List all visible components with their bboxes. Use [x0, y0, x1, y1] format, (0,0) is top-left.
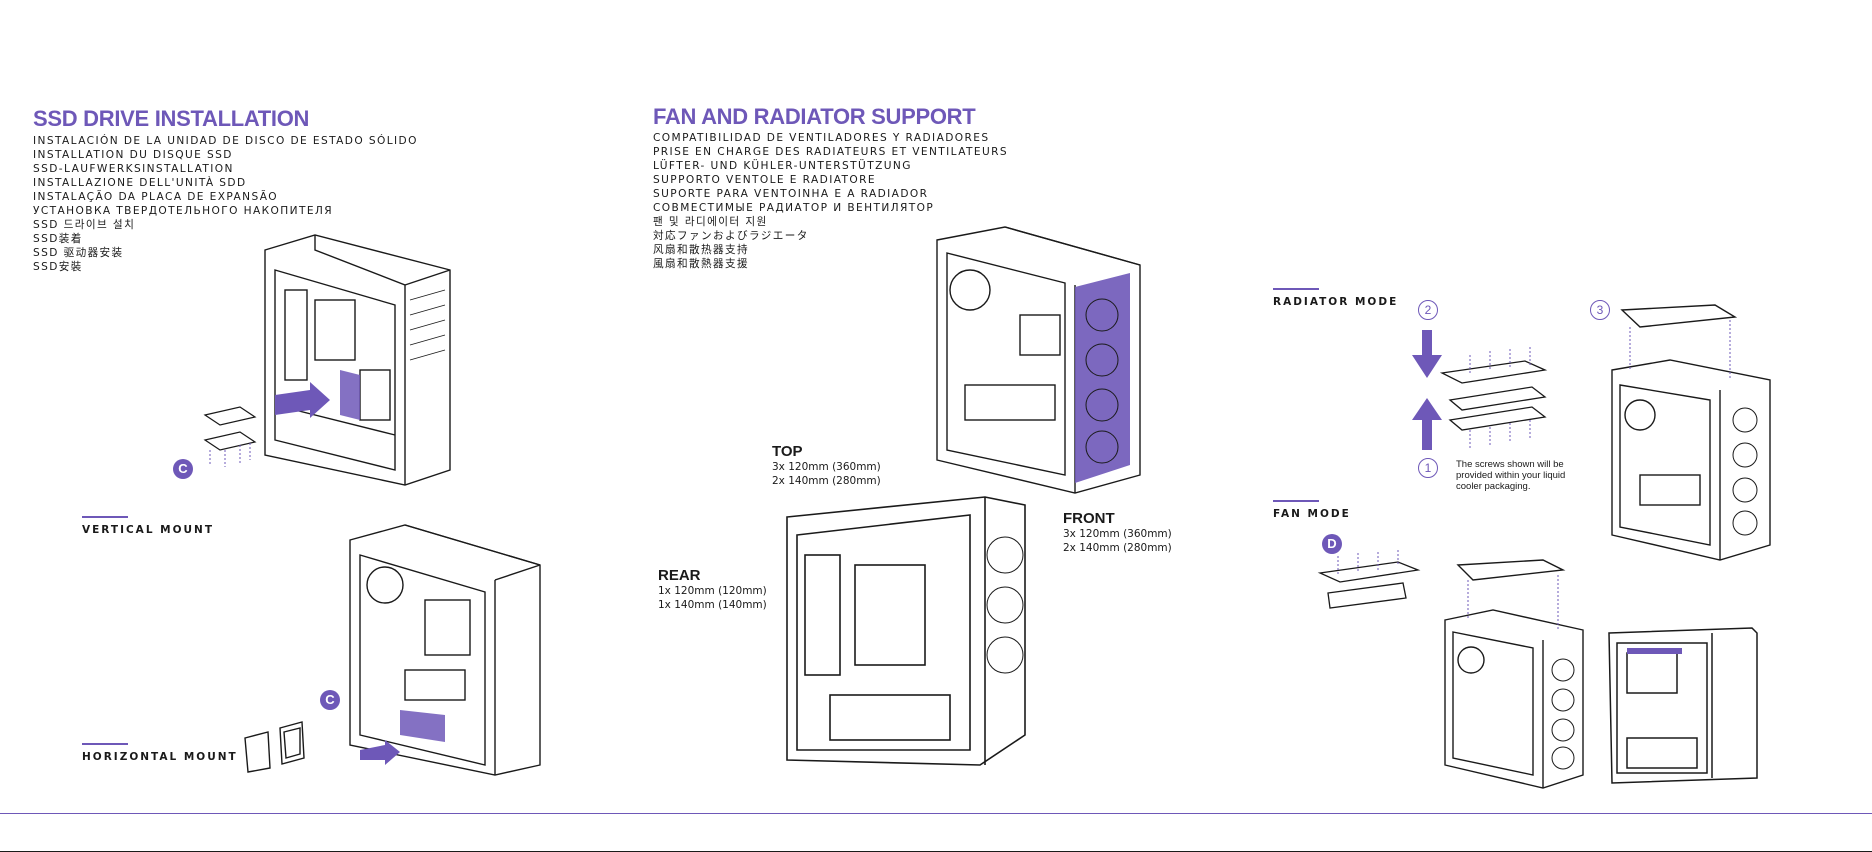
radiator-mode-label: RADIATOR MODE [1273, 296, 1399, 308]
fan-translation-ru: СОВМЕСТИМЫЕ РАДИАТОР И ВЕНТИЛЯТОР [653, 202, 935, 214]
fan-translation-zh-tw: 風扇和散熱器支援 [653, 258, 749, 270]
top-spec: TOP 3x 120mm (360mm) 2x 140mm (280mm) [772, 443, 881, 488]
front-spec-title: FRONT [1063, 510, 1115, 527]
fan-mode-case-left-illustration [1444, 559, 1584, 789]
radiator-mode-rule [1273, 288, 1319, 290]
ssd-translations: INSTALACIÓN DE LA UNIDAD DE DISCO DE EST… [33, 134, 418, 274]
front-spec-line-2: 2x 140mm (280mm) [1063, 542, 1172, 554]
fan-mode-label: FAN MODE [1273, 508, 1351, 520]
ssd-translation-ko: SSD 드라이브 설치 [33, 219, 136, 231]
radiator-step-1: 1 [1418, 458, 1438, 478]
rear-spec-line-2: 1x 140mm (140mm) [658, 599, 767, 611]
front-spec-line-1: 3x 120mm (360mm) [1063, 528, 1172, 540]
vertical-mount-rule [82, 516, 128, 518]
vertical-mount-label: VERTICAL MOUNT [82, 524, 215, 536]
ssd-translation-pt: INSTALAÇÃO DA PLACA DE EXPANSÃO [33, 191, 279, 203]
top-spec-line-1: 3x 120mm (360mm) [772, 461, 881, 473]
fan-bracket-illustration [1317, 550, 1421, 609]
rear-spec: REAR 1x 120mm (120mm) 1x 140mm (140mm) [658, 567, 767, 612]
horizontal-mount-label: HORIZONTAL MOUNT [82, 751, 238, 763]
ssd-step-c-badge: C [173, 459, 193, 479]
fan-mode-case-right-illustration [1608, 627, 1758, 784]
radiator-stack-illustration [1439, 347, 1548, 450]
fan-mode-rule [1273, 500, 1319, 502]
radiator-mode-case-illustration [1611, 304, 1771, 561]
fan-translation-it: SUPPORTO VENTOLE E RADIATORE [653, 174, 877, 186]
top-rear-fan-case-illustration [786, 496, 1026, 766]
front-fan-case-illustration [936, 226, 1141, 494]
screws-note: The screws shown will be provided within… [1456, 459, 1566, 492]
radiator-arrows-icon [1412, 330, 1442, 450]
rear-spec-line-1: 1x 120mm (120mm) [658, 585, 767, 597]
fan-translation-ja: 対応ファンおよびラジエータ [653, 230, 809, 242]
fan-translation-fr: PRISE EN CHARGE DES RADIATEURS ET VENTIL… [653, 146, 1009, 158]
ssd-case-illustration [264, 234, 451, 486]
horizontal-step-c-badge: C [320, 690, 340, 710]
fan-translation-zh-cn: 风扇和散热器支持 [653, 244, 749, 256]
fan-mode-step-d-badge: D [1322, 534, 1342, 554]
ssd-translation-fr: INSTALLATION DU DISQUE SSD [33, 149, 233, 161]
fan-translation-ko: 팬 및 라디에이터 지원 [653, 216, 768, 228]
top-spec-line-2: 2x 140mm (280mm) [772, 475, 881, 487]
horizontal-mount-case-illustration [349, 524, 541, 776]
fan-translation-pt: SUPORTE PARA VENTOINHA E A RADIADOR [653, 188, 929, 200]
radiator-step-2: 2 [1418, 300, 1438, 320]
bottom-accent-line [0, 813, 1872, 814]
ssd-section-title: SSD DRIVE INSTALLATION [33, 106, 310, 131]
fan-translation-de: LÜFTER- UND KÜHLER-UNTERSTÜTZUNG [653, 160, 912, 172]
ssd-translation-de: SSD-LAUFWERKSINSTALLATION [33, 163, 234, 175]
ssd-translation-es: INSTALACIÓN DE LA UNIDAD DE DISCO DE EST… [33, 135, 418, 147]
radiator-step-3: 3 [1590, 300, 1610, 320]
horizontal-mount-rule [82, 743, 128, 745]
horizontal-ssd-parts-illustration [244, 721, 400, 773]
ssd-translation-it: INSTALLAZIONE DELL'UNITÀ SDD [33, 177, 247, 189]
ssd-translation-ja: SSD装着 [33, 233, 83, 245]
fan-translation-es: COMPATIBILIDAD DE VENTILADORES Y RADIADO… [653, 132, 990, 144]
ssd-translation-zh-tw: SSD安裝 [33, 261, 83, 273]
top-spec-title: TOP [772, 443, 803, 460]
ssd-translation-ru: УСТАНОВКА ТВЕРДОТЕЛЬНОГО НАКОПИТЕЛЯ [33, 205, 334, 217]
ssd-bracket-illustration [203, 406, 257, 467]
front-spec: FRONT 3x 120mm (360mm) 2x 140mm (280mm) [1063, 510, 1172, 555]
ssd-translation-zh-cn: SSD 驱动器安装 [33, 247, 124, 259]
fan-section-title: FAN AND RADIATOR SUPPORT [653, 104, 976, 129]
fan-translations: COMPATIBILIDAD DE VENTILADORES Y RADIADO… [653, 131, 1008, 271]
rear-spec-title: REAR [658, 567, 701, 584]
